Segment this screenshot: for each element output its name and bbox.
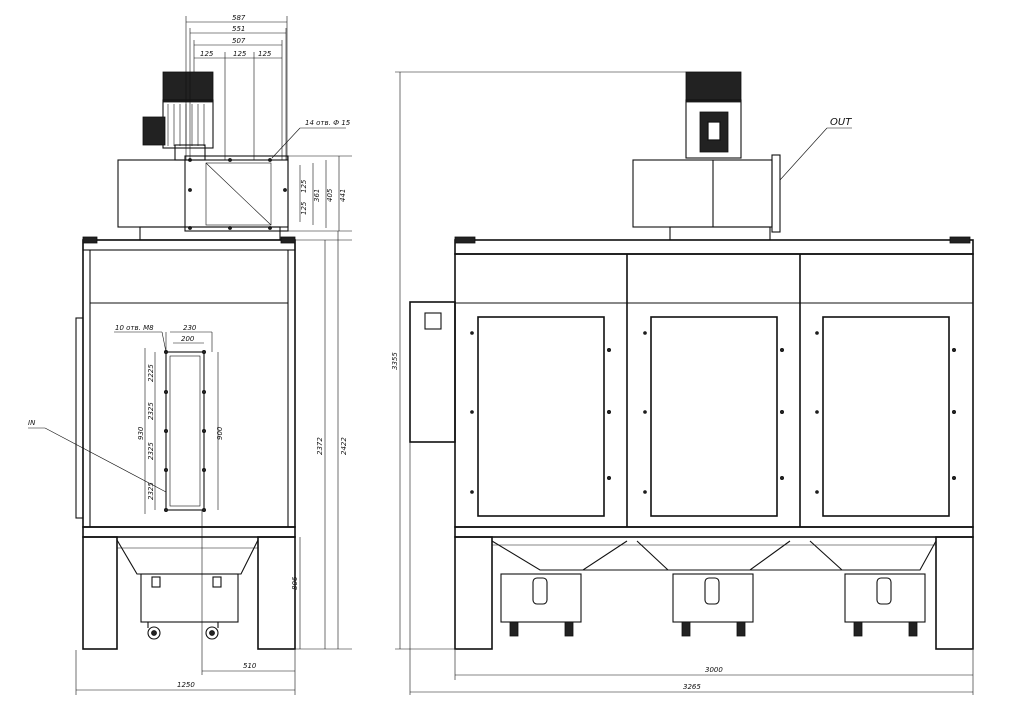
dim-outlet-125b: 125 [300, 201, 308, 215]
front-left-leg [454, 536, 493, 650]
side-terminal-box [142, 116, 166, 146]
dim-inlet-2325b: 2325 [147, 402, 155, 420]
front-hopper-1 [491, 540, 628, 571]
front-dust-bin-3 [844, 573, 926, 623]
front-cabinet [454, 253, 974, 528]
front-view-dimensions: 3355 3000 3265 [391, 71, 974, 695]
front-dust-bin-1 [500, 573, 582, 623]
in-label: IN [28, 419, 36, 427]
inlet-flange [165, 351, 205, 511]
side-wheel-right [205, 626, 219, 640]
dim-125c: 125 [258, 50, 272, 58]
dim-587: 587 [232, 14, 246, 22]
front-right-leg [935, 536, 974, 650]
front-door-2 [650, 316, 778, 517]
dim-510: 510 [243, 662, 257, 670]
dim-inlet-200: 200 [181, 335, 195, 343]
front-door-3 [822, 316, 950, 517]
dim-3355: 3355 [391, 352, 399, 370]
side-motor-body [162, 99, 214, 149]
dim-inlet-2325c: 2325 [147, 442, 155, 460]
out-label: OUT [830, 117, 852, 128]
dim-outlet-441: 441 [339, 189, 347, 202]
dim-inlet-900: 900 [216, 426, 224, 440]
front-door-1 [477, 316, 605, 517]
dim-inlet-230: 230 [183, 324, 197, 332]
dim-3265: 3265 [683, 683, 701, 691]
front-view: OUT [409, 71, 974, 650]
side-view [75, 71, 296, 650]
side-cabinet-body [82, 239, 296, 528]
dim-outlet-125a: 125 [300, 179, 308, 193]
dim-125b: 125 [233, 50, 247, 58]
front-motor-head [685, 71, 742, 103]
front-fan-housing [632, 159, 773, 228]
front-dust-bin-2 [672, 573, 754, 623]
dim-806: 806 [291, 576, 299, 590]
side-hopper [116, 539, 259, 575]
flange-side-holes-label: 10 отв. M8 [115, 324, 154, 332]
dim-2372: 2372 [316, 437, 324, 455]
side-hinge-strip [75, 317, 84, 519]
side-wheel-left [147, 626, 161, 640]
side-motor-head [162, 71, 214, 103]
control-cabinet [409, 301, 456, 443]
dim-inlet-930: 930 [137, 426, 145, 440]
front-hopper-3 [809, 540, 937, 571]
front-motor-body [685, 99, 742, 159]
dim-507: 507 [232, 37, 246, 45]
dim-125a: 125 [200, 50, 214, 58]
front-hopper-2 [636, 540, 791, 571]
dim-3000: 3000 [705, 666, 723, 674]
dim-inlet-2325d: 2325 [147, 482, 155, 500]
outlet-flange [184, 155, 289, 232]
dim-551: 551 [232, 25, 245, 33]
control-panel-window [424, 312, 442, 330]
dim-outlet-405: 405 [326, 188, 334, 202]
side-dust-bin [140, 573, 239, 623]
side-left-leg [82, 536, 118, 650]
front-outlet-flange [771, 154, 781, 233]
dim-inlet-2225a: 2225 [147, 364, 155, 382]
dim-1250: 1250 [177, 681, 195, 689]
dim-2422: 2422 [340, 437, 348, 455]
side-view-dimensions: 587 551 507 125 125 125 125 361 405 441 … [28, 14, 352, 695]
side-right-leg [257, 536, 296, 650]
dim-outlet-361: 361 [313, 189, 321, 202]
flange-top-holes-label: 14 отв. Ф 15 [305, 119, 351, 127]
front-top-rail [454, 239, 974, 255]
